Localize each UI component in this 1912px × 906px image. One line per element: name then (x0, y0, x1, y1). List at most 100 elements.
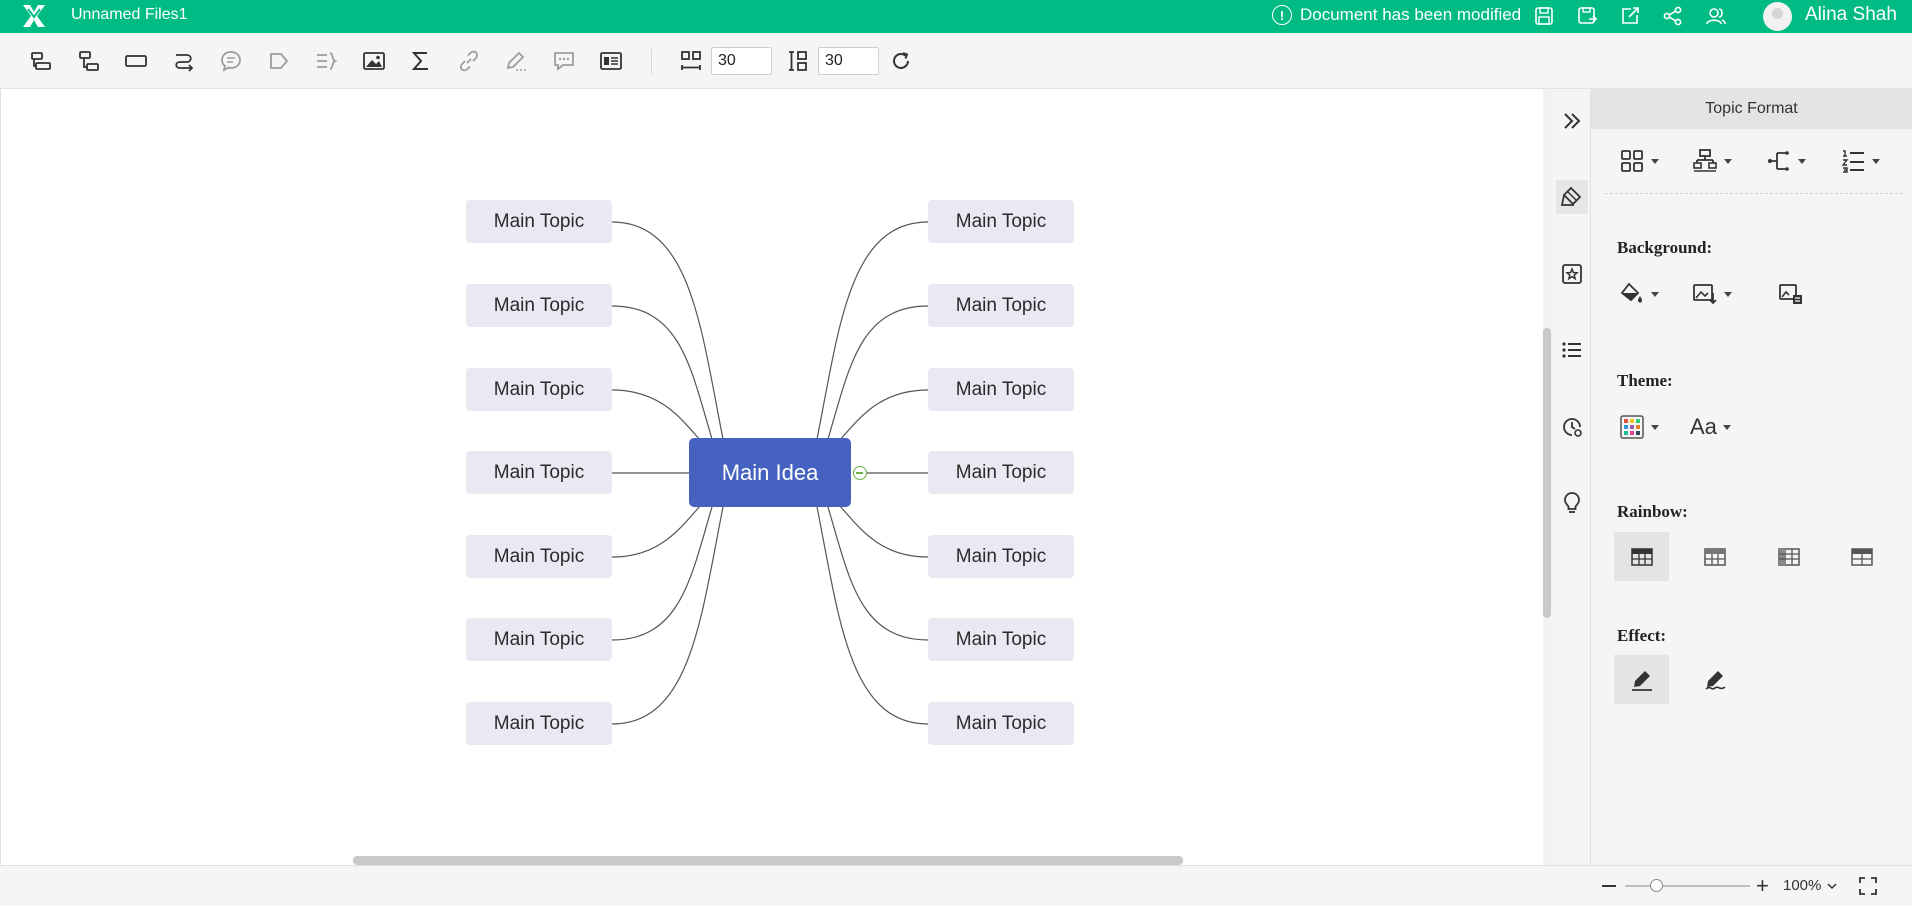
topic-right-6[interactable]: Main Topic (928, 618, 1074, 661)
topic-left-1[interactable]: Main Topic (466, 200, 612, 243)
effect-option-normal[interactable] (1614, 655, 1669, 704)
zoom-slider-handle[interactable] (1650, 879, 1663, 892)
connector-left-2 (611, 305, 713, 440)
export-icon[interactable] (1619, 5, 1641, 27)
clipart-tab[interactable] (1556, 257, 1588, 291)
numbering-dropdown[interactable] (1840, 146, 1880, 176)
connector-style-dropdown[interactable] (1766, 146, 1806, 176)
insert-subtopic-button[interactable] (75, 47, 103, 75)
numbering-icon (1841, 150, 1864, 173)
layout-dropdown[interactable] (1619, 146, 1659, 176)
info-icon: ! (1272, 5, 1292, 25)
zoom-level-dropdown[interactable]: 100% (1783, 877, 1837, 894)
topic-right-4[interactable]: Main Topic (928, 451, 1074, 494)
horizontal-spacing-input[interactable] (711, 47, 772, 75)
topic-left-7[interactable]: Main Topic (466, 702, 612, 745)
collaborate-icon[interactable] (1705, 5, 1727, 27)
topic-left-5[interactable]: Main Topic (466, 535, 612, 578)
fill-color-dropdown[interactable] (1619, 279, 1659, 309)
rainbow-table-icon (1777, 547, 1800, 566)
topic-right-5[interactable]: Main Topic (928, 535, 1074, 578)
topic-right-2[interactable]: Main Topic (928, 284, 1074, 327)
effect-label: Effect: (1617, 626, 1667, 645)
image-icon (363, 52, 385, 70)
vertical-scroll-thumb[interactable] (1543, 328, 1551, 618)
horizontal-scroll-thumb[interactable] (353, 856, 1183, 865)
zoom-out-button[interactable] (1602, 885, 1616, 887)
topic-right-7[interactable]: Main Topic (928, 702, 1074, 745)
zoom-in-button[interactable]: + (1756, 873, 1769, 898)
file-name[interactable]: Unnamed Files1 (71, 6, 188, 23)
connector-left-7 (611, 506, 724, 725)
connector-right-7 (816, 506, 929, 725)
rainbow-table-icon (1703, 547, 1726, 566)
save-icon[interactable] (1533, 5, 1555, 27)
hyperlink-button[interactable] (455, 47, 483, 75)
outline-tab[interactable] (1556, 333, 1588, 367)
topic-left-3[interactable]: Main Topic (466, 368, 612, 411)
rainbow-option-2[interactable] (1687, 532, 1742, 581)
modified-status: ! Document has been modified (1272, 5, 1521, 25)
topic-right-3[interactable]: Main Topic (928, 368, 1074, 411)
image-button[interactable] (360, 47, 388, 75)
central-topic[interactable]: Main Idea (689, 438, 851, 507)
theme-font-dropdown[interactable]: Aa (1690, 412, 1731, 442)
rainbow-option-4[interactable] (1834, 532, 1889, 581)
collapse-toggle[interactable] (853, 466, 867, 480)
vertical-spacing-icon (789, 51, 807, 71)
fullscreen-icon[interactable] (1859, 877, 1877, 895)
formula-button[interactable] (407, 47, 435, 75)
history-tab[interactable] (1556, 410, 1588, 444)
vertical-spacing-input[interactable] (818, 47, 879, 75)
rainbow-label: Rainbow: (1617, 502, 1688, 521)
zoom-slider[interactable] (1625, 885, 1750, 887)
rainbow-option-1[interactable] (1614, 532, 1669, 581)
collapse-panel-icon (1564, 113, 1581, 129)
idea-tab[interactable] (1556, 486, 1588, 520)
attachment-icon (506, 51, 526, 71)
summary-button[interactable] (265, 47, 293, 75)
topic-left-4[interactable]: Main Topic (466, 451, 612, 494)
comment-button[interactable] (550, 47, 578, 75)
theme-label: Theme: (1617, 371, 1673, 390)
zoom-level: 100% (1783, 877, 1822, 894)
status-bar: + 100% (0, 865, 1912, 906)
format-panel: Topic Format Background: (1591, 89, 1912, 865)
connector-left-1 (611, 221, 724, 440)
note-button[interactable] (597, 47, 625, 75)
mindmap-canvas[interactable]: Main Topic Main Topic Main Topic Main To… (0, 89, 1543, 865)
boundary-button[interactable] (312, 47, 340, 75)
topic-left-6[interactable]: Main Topic (466, 618, 612, 661)
modified-status-text: Document has been modified (1300, 5, 1522, 24)
topic-right-1[interactable]: Main Topic (928, 200, 1074, 243)
chevron-down-icon (1722, 424, 1731, 430)
relationship-button[interactable] (170, 47, 198, 75)
outline-icon (1562, 342, 1581, 358)
refresh-layout-button[interactable] (887, 47, 915, 75)
theme-color-dropdown[interactable] (1619, 412, 1659, 442)
idea-icon (1564, 492, 1580, 513)
font-icon: Aa (1690, 414, 1717, 439)
structure-dropdown[interactable] (1692, 146, 1732, 176)
collapse-panel-button[interactable] (1556, 104, 1588, 138)
share-icon[interactable] (1662, 5, 1684, 27)
note-icon (600, 52, 622, 70)
floating-topic-button[interactable] (122, 47, 150, 75)
topic-left-2[interactable]: Main Topic (466, 284, 612, 327)
insert-subtopic-icon (79, 51, 99, 71)
effect-option-handdrawn[interactable] (1687, 655, 1742, 704)
topic-format-tab[interactable] (1556, 180, 1588, 214)
attachment-button[interactable] (502, 47, 530, 75)
avatar[interactable] (1763, 2, 1792, 31)
background-image-dropdown[interactable] (1692, 279, 1732, 309)
callout-button[interactable] (217, 47, 245, 75)
user-name[interactable]: Alina Shah (1805, 4, 1897, 25)
insert-topic-button[interactable] (27, 47, 55, 75)
save-as-icon[interactable] (1576, 5, 1598, 27)
rainbow-option-3[interactable] (1761, 532, 1816, 581)
app-logo-icon[interactable] (20, 3, 48, 29)
boundary-icon (317, 52, 338, 70)
chevron-down-icon (1724, 291, 1732, 297)
remove-background-button[interactable] (1778, 279, 1804, 309)
panel-divider (1605, 193, 1903, 194)
